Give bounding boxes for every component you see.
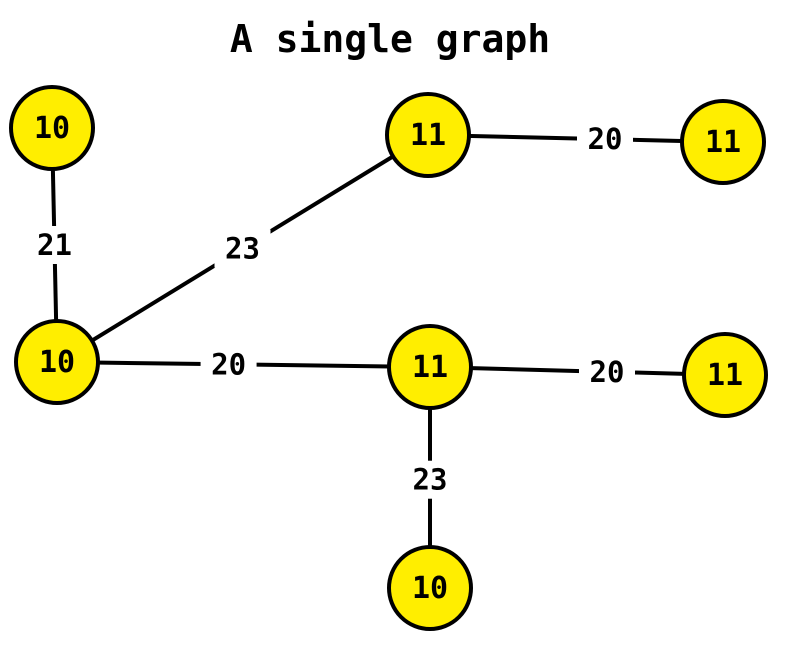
edge-label-background <box>577 120 633 159</box>
node-circle <box>387 545 473 631</box>
graph-node-n6: 11 <box>682 332 768 418</box>
edge-weight-label: 20 <box>588 122 623 156</box>
edge-weight-label: 20 <box>590 355 625 389</box>
edge-weight-label: 20 <box>211 347 246 381</box>
node-value-label: 11 <box>707 358 743 393</box>
graph-node-n1: 10 <box>9 85 95 171</box>
node-circle <box>682 332 768 418</box>
graph-node-n2: 10 <box>14 319 100 405</box>
node-circle <box>387 324 473 410</box>
nodes-layer: 10 10 11 11 11 11 10 <box>9 85 768 631</box>
node-circle <box>680 99 766 185</box>
node-value-label: 10 <box>34 111 70 146</box>
graph-node-n4: 11 <box>680 99 766 185</box>
diagram-title: A single graph <box>230 17 550 61</box>
edge-n3-n4 <box>427 133 724 144</box>
node-value-label: 11 <box>410 118 446 153</box>
edge-label-background <box>200 345 257 384</box>
edge-label-background <box>214 229 271 268</box>
edge-weight-label: 23 <box>413 463 448 497</box>
node-value-label: 11 <box>705 125 741 160</box>
node-value-label: 11 <box>412 350 448 385</box>
edge-label-background <box>402 460 458 499</box>
node-circle <box>385 92 471 178</box>
node-value-label: 10 <box>39 345 75 380</box>
edge-weight-label: 23 <box>225 232 260 266</box>
graph-node-n7: 10 <box>387 545 473 631</box>
node-circle <box>14 319 100 405</box>
edge-n5-n6 <box>429 365 726 377</box>
edge-weight-label: 21 <box>37 228 72 262</box>
edge-label-background <box>579 352 635 391</box>
graph-node-n5: 11 <box>387 324 473 410</box>
node-value-label: 10 <box>412 571 448 606</box>
edge-label-background <box>26 226 83 264</box>
node-circle <box>9 85 95 171</box>
edges-layer: 21 23 20 20 20 23 <box>26 120 726 588</box>
graph-node-n3: 11 <box>385 92 471 178</box>
